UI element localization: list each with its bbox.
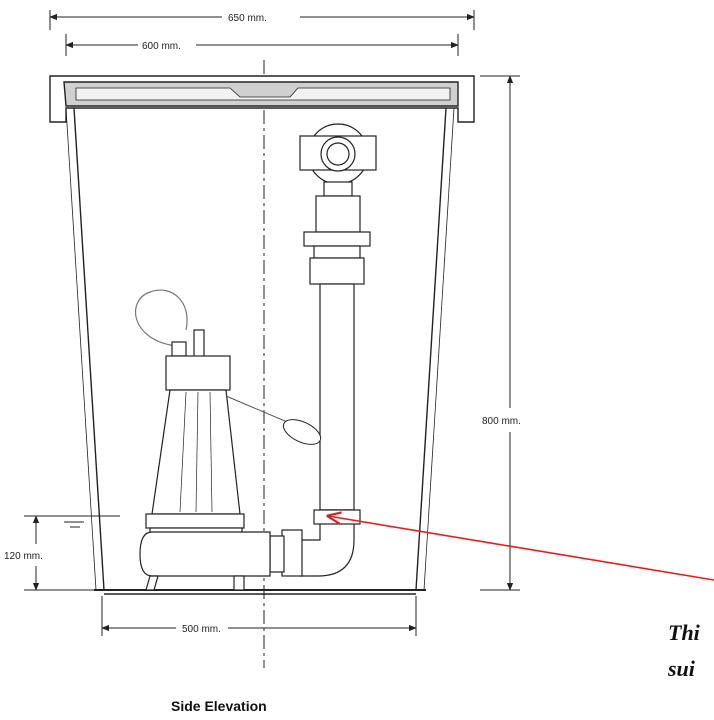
- overall-width-label: 650 mm.: [228, 13, 267, 24]
- callout-arrow: [328, 516, 714, 581]
- height-label: 800 mm.: [482, 416, 521, 427]
- submersible-pump: [134, 289, 271, 591]
- dimension-inner-width: [65, 34, 459, 56]
- dimension-water-level: [24, 515, 120, 591]
- inner-width-label: 600 mm.: [142, 41, 181, 52]
- dimension-height: [480, 75, 520, 591]
- dimension-overall-width: [49, 10, 475, 30]
- callout-text-line2: sui: [667, 656, 696, 681]
- drawing-title: Side Elevation: [171, 698, 267, 714]
- callout-text-line1: Thi: [668, 620, 701, 645]
- discharge-pipe: [269, 123, 377, 577]
- chamber-body: [49, 75, 475, 595]
- dimension-base-width: [101, 596, 417, 636]
- water-level-label: 120 mm.: [4, 551, 43, 562]
- float-switch: [225, 395, 322, 445]
- base-width-label: 500 mm.: [182, 624, 221, 635]
